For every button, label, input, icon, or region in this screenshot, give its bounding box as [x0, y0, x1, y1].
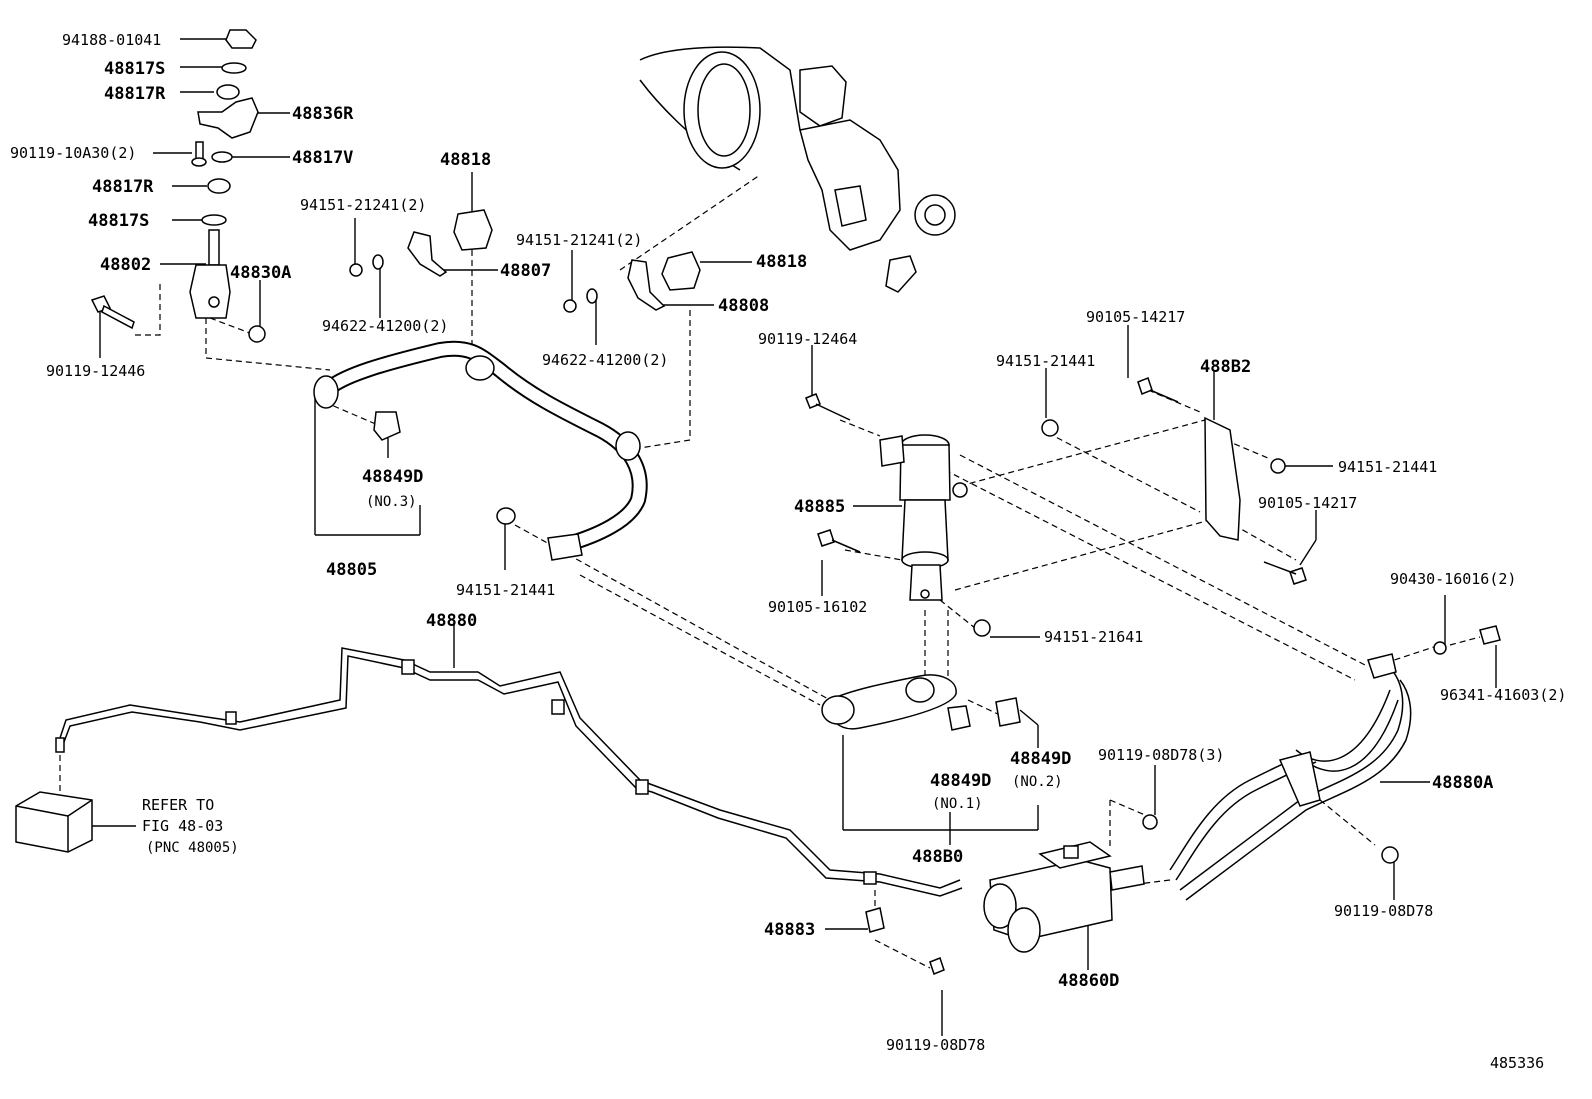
part-labels: 94188-01041 48817S 48817R 48836R 90119-1… [10, 31, 1566, 1072]
bushings-brackets [349, 209, 701, 525]
part-label-48883[interactable]: 48883 [764, 920, 815, 940]
stabilizer-link-stack [90, 29, 266, 343]
part-label-48817S-a[interactable]: 48817S [104, 59, 165, 79]
part-label-90119-08D78-a[interactable]: 90119-08D78 [1334, 902, 1433, 920]
part-label-94151-21441-b[interactable]: 94151-21441 [996, 352, 1095, 370]
part-label-90105-14217-a[interactable]: 90105-14217 [1086, 308, 1185, 326]
part-label-48849D-no1[interactable]: 48849D [930, 771, 991, 791]
lower-arm-488B0 [821, 619, 1021, 731]
knuckle-assembly [639, 46, 956, 293]
part-label-94151-21241-b[interactable]: 94151-21241(2) [516, 231, 642, 249]
part-label-48836R[interactable]: 48836R [292, 104, 354, 124]
part-label-94151-21641[interactable]: 94151-21641 [1044, 628, 1143, 646]
part-label-94622-41200-b[interactable]: 94622-41200(2) [542, 351, 668, 369]
part-sub-no2: (NO.2) [1012, 774, 1063, 790]
reference-block [15, 737, 93, 853]
part-label-488B2[interactable]: 488B2 [1200, 357, 1251, 377]
hydraulic-line-48880A [1142, 625, 1501, 901]
assembly-dash-lines [59, 174, 1481, 969]
part-label-94188-01041[interactable]: 94188-01041 [62, 31, 161, 49]
cylinder-48885 [805, 393, 968, 601]
part-label-48849D-no2[interactable]: 48849D [1010, 749, 1071, 769]
part-label-94622-41200-a[interactable]: 94622-41200(2) [322, 317, 448, 335]
part-label-48830A[interactable]: 48830A [230, 263, 291, 283]
part-label-48808[interactable]: 48808 [718, 296, 769, 316]
part-label-96341-41603[interactable]: 96341-41603(2) [1440, 686, 1566, 704]
part-label-90119-12464[interactable]: 90119-12464 [758, 330, 857, 348]
bracket-488B2 [1041, 377, 1307, 585]
part-label-48860D[interactable]: 48860D [1058, 971, 1119, 991]
part-label-48818-b[interactable]: 48818 [756, 252, 807, 272]
part-label-90105-16102[interactable]: 90105-16102 [768, 598, 867, 616]
part-label-94151-21441-c[interactable]: 94151-21441 [1338, 458, 1437, 476]
part-label-488B0[interactable]: 488B0 [912, 847, 963, 867]
refer-line-2[interactable]: FIG 48-03 [142, 817, 223, 835]
part-label-94151-21441-a[interactable]: 94151-21441 [456, 581, 555, 599]
part-label-90119-10A30[interactable]: 90119-10A30(2) [10, 144, 136, 162]
part-label-48885[interactable]: 48885 [794, 497, 845, 517]
part-label-48818-a[interactable]: 48818 [440, 150, 491, 170]
pump-48860D [983, 841, 1145, 953]
stabilizer-bar [313, 340, 648, 561]
part-label-48849D-no3[interactable]: 48849D [362, 467, 423, 487]
part-label-48817R-a[interactable]: 48817R [104, 84, 166, 104]
part-label-94151-21241-a[interactable]: 94151-21241(2) [300, 196, 426, 214]
illustration-number: 485336 [1490, 1054, 1544, 1072]
part-label-90105-14217-b[interactable]: 90105-14217 [1258, 494, 1357, 512]
part-sub-no1: (NO.1) [932, 796, 983, 812]
part-label-90119-12446[interactable]: 90119-12446 [46, 362, 145, 380]
part-label-48805[interactable]: 48805 [326, 560, 377, 580]
part-label-48880A[interactable]: 48880A [1432, 773, 1493, 793]
part-label-48817V[interactable]: 48817V [292, 148, 353, 168]
part-label-48817R-b[interactable]: 48817R [92, 177, 154, 197]
part-label-48817S-b[interactable]: 48817S [88, 211, 149, 231]
part-sub-no3: (NO.3) [366, 494, 417, 510]
refer-line-3: (PNC 48005) [146, 840, 239, 856]
part-label-48802[interactable]: 48802 [100, 255, 151, 275]
leader-lines [92, 38, 1497, 1036]
part-label-90119-08D78-b[interactable]: 90119-08D78 [886, 1036, 985, 1054]
refer-line-1: REFER TO [142, 796, 214, 814]
part-label-48807[interactable]: 48807 [500, 261, 551, 281]
part-label-48880[interactable]: 48880 [426, 611, 477, 631]
part-label-90119-08D78-3[interactable]: 90119-08D78(3) [1098, 746, 1224, 764]
hydraulic-line-48880 [59, 647, 963, 975]
part-label-90430-16016[interactable]: 90430-16016(2) [1390, 570, 1516, 588]
